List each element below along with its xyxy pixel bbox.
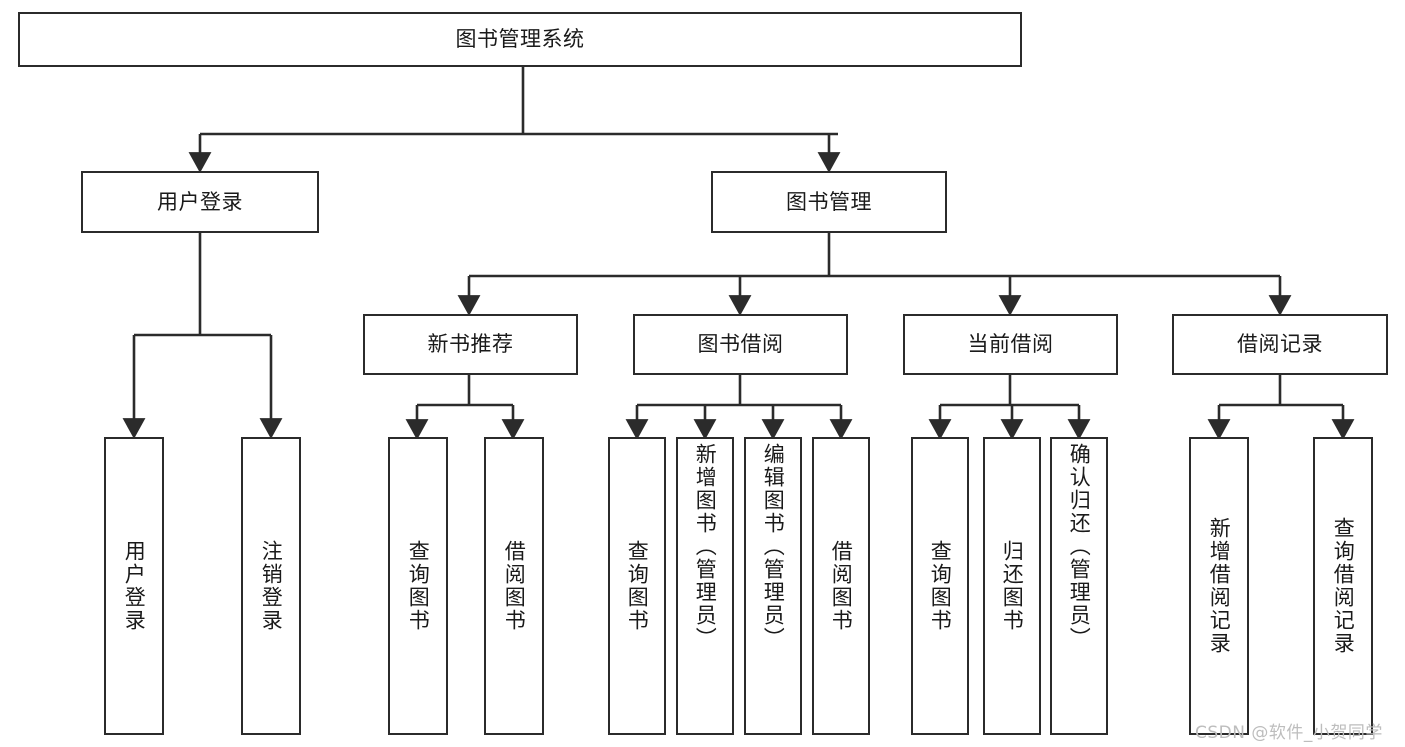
node-root-label: 图书管理系统: [455, 27, 585, 52]
node-borrow-record[interactable]: 借阅记录: [1172, 314, 1388, 375]
node-new-book-rec[interactable]: 新书推荐: [363, 314, 578, 375]
node-leaf-user-login-label: 用户登录: [122, 540, 147, 632]
node-leaf-add-book-label: 新增图书（管理员）: [693, 443, 718, 650]
node-leaf-add-book[interactable]: 新增图书（管理员）: [676, 437, 734, 735]
node-leaf-query-book-3[interactable]: 查询图书: [911, 437, 969, 735]
csdn-watermark: CSDN @软件_小贺同学: [1195, 723, 1383, 743]
node-leaf-return-book-label: 归还图书: [1000, 540, 1025, 632]
node-leaf-edit-book-label: 编辑图书（管理员）: [761, 443, 786, 650]
node-leaf-query-book-1-label: 查询图书: [406, 540, 431, 632]
node-book-manage-label: 图书管理: [786, 189, 872, 214]
node-user-login[interactable]: 用户登录: [81, 171, 319, 233]
node-leaf-add-record-label: 新增借阅记录: [1207, 517, 1232, 655]
node-new-book-rec-label: 新书推荐: [427, 332, 514, 357]
node-leaf-user-login[interactable]: 用户登录: [104, 437, 164, 735]
node-leaf-query-record-label: 查询借阅记录: [1331, 517, 1356, 655]
node-leaf-logout[interactable]: 注销登录: [241, 437, 301, 735]
node-leaf-query-book-1[interactable]: 查询图书: [388, 437, 448, 735]
node-book-borrow-label: 图书借阅: [697, 332, 784, 357]
node-leaf-add-record[interactable]: 新增借阅记录: [1189, 437, 1249, 735]
node-leaf-logout-label: 注销登录: [259, 540, 284, 632]
node-borrow-record-label: 借阅记录: [1237, 332, 1323, 357]
node-book-borrow[interactable]: 图书借阅: [633, 314, 848, 375]
node-user-login-label: 用户登录: [157, 189, 243, 214]
node-leaf-confirm-return-label: 确认归还（管理员）: [1067, 443, 1092, 650]
node-current-borrow[interactable]: 当前借阅: [903, 314, 1118, 375]
node-leaf-edit-book[interactable]: 编辑图书（管理员）: [744, 437, 802, 735]
node-leaf-borrow-book-1[interactable]: 借阅图书: [484, 437, 544, 735]
node-leaf-query-book-2-label: 查询图书: [625, 540, 650, 632]
node-leaf-return-book[interactable]: 归还图书: [983, 437, 1041, 735]
node-leaf-query-book-3-label: 查询图书: [928, 540, 953, 632]
node-current-borrow-label: 当前借阅: [967, 332, 1054, 357]
node-leaf-confirm-return[interactable]: 确认归还（管理员）: [1050, 437, 1108, 735]
node-leaf-borrow-book-2-label: 借阅图书: [829, 540, 854, 632]
node-leaf-borrow-book-2[interactable]: 借阅图书: [812, 437, 870, 735]
node-book-manage[interactable]: 图书管理: [711, 171, 947, 233]
node-leaf-query-book-2[interactable]: 查询图书: [608, 437, 666, 735]
node-leaf-query-record[interactable]: 查询借阅记录: [1313, 437, 1373, 735]
node-leaf-borrow-book-1-label: 借阅图书: [502, 540, 527, 632]
node-root[interactable]: 图书管理系统: [18, 12, 1022, 67]
